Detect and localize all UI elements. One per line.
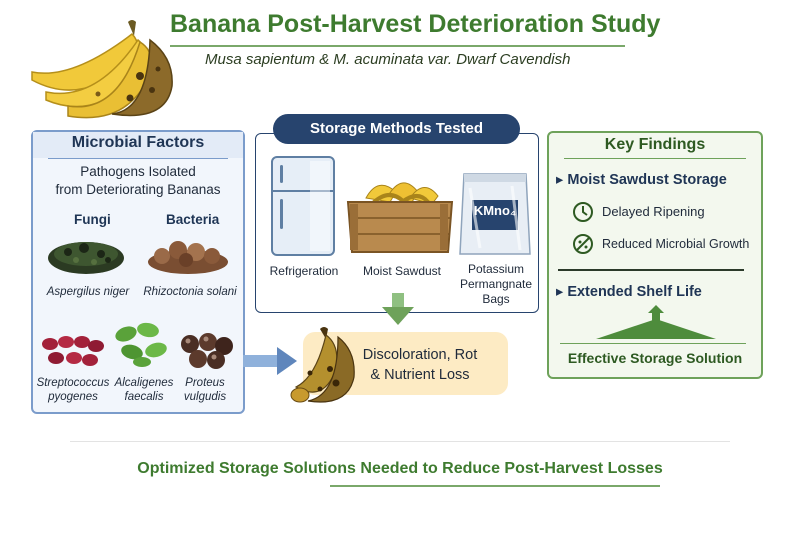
proteus-label-line2: vulgudis <box>183 391 227 403</box>
aspergillus-culture-icon <box>48 242 124 274</box>
finding-extended-shelf-life-label: Extended Shelf Life <box>567 284 702 300</box>
proteus-label: Proteus vulgudis <box>172 376 238 404</box>
aspergillus-label: Aspergilus niger <box>46 286 130 298</box>
findings-separator <box>558 269 744 271</box>
alcaligenes-label: Alcaligenes faecalis <box>106 376 182 404</box>
triangle-bullet-icon: ▸ <box>556 172 564 188</box>
storage-methods-title: Storage Methods Tested <box>309 120 484 137</box>
deterioration-result-text: Discoloration, Rot & Nutrient Loss <box>345 345 495 385</box>
storage-methods-header <box>273 114 520 144</box>
alcaligenes-label-line1: Alcaligenes <box>114 377 174 389</box>
benefit-delayed-ripening: Delayed Ripening <box>602 204 705 219</box>
footer-divider <box>70 441 730 442</box>
banana-bunch-icon <box>31 20 173 119</box>
footer-text: Optimized Storage Solutions Needed to Re… <box>137 460 663 477</box>
kmno4-bags-label: Potassium Permangnate Bags <box>450 262 542 307</box>
sawdust-crate-icon <box>346 182 454 253</box>
streptococcus-label-line1: Streptococcus <box>36 377 110 389</box>
streptococcus-label: Streptococcus pyogenes <box>30 376 116 404</box>
page-subtitle: Musa sapientum & M. acuminata var. Dwarf… <box>205 51 571 68</box>
kmno4-label-line1: Potassium <box>467 262 525 276</box>
key-findings-panel <box>547 131 763 379</box>
right-arrow-icon <box>243 347 297 375</box>
proteus-cells-icon <box>181 333 233 369</box>
kmno4-bag-icon <box>459 173 531 255</box>
kmno4-label-line2: Permangnate <box>459 277 533 291</box>
refrigerator-icon <box>271 156 335 256</box>
rotten-banana-icon <box>290 327 355 403</box>
result-line1: Discoloration, Rot <box>362 347 478 363</box>
clock-icon <box>573 202 593 222</box>
conclusion-divider <box>560 343 746 344</box>
pathogens-subtitle-line1: Pathogens Isolated <box>80 164 196 179</box>
moist-sawdust-label: Moist Sawdust <box>362 264 442 278</box>
finding-extended-shelf-life: ▸ Extended Shelf Life <box>556 284 702 300</box>
triangle-bullet-icon-2: ▸ <box>556 284 564 300</box>
title-underline <box>170 45 625 47</box>
rhizoctonia-label: Rhizoctonia solani <box>143 286 237 298</box>
key-findings-title: Key Findings <box>604 136 706 153</box>
kmno4-label-line3: Bags <box>482 292 510 306</box>
finding-moist-sawdust: ▸ Moist Sawdust Storage <box>556 172 727 188</box>
page-title: Banana Post-Harvest Deterioration Study <box>170 10 661 38</box>
finding-moist-sawdust-label: Moist Sawdust Storage <box>567 172 727 188</box>
microbial-factors-header <box>33 132 243 158</box>
benefit-reduced-microbial-growth: Reduced Microbial Growth <box>602 237 750 251</box>
streptococcus-cells-icon <box>42 336 104 366</box>
footer-underline <box>330 485 660 487</box>
refrigeration-label: Refrigeration <box>269 264 339 278</box>
pathogens-subtitle-line2: from Deteriorating Bananas <box>55 182 221 197</box>
streptococcus-label-line2: pyogenes <box>48 391 98 403</box>
down-arrow-icon <box>382 293 414 325</box>
alcaligenes-cells-icon <box>115 322 167 367</box>
alcaligenes-label-line2: faecalis <box>124 391 164 403</box>
conclusion-text: Effective Storage Solution <box>567 350 743 366</box>
bacteria-label: Bacteria <box>166 212 220 227</box>
microbial-factors-title: Microbial Factors <box>71 134 205 151</box>
kmno4-bag-label: KMno₄ <box>473 203 517 218</box>
fungi-label: Fungi <box>74 212 111 227</box>
result-line2: & Nutrient Loss <box>370 367 470 383</box>
rhizoctonia-culture-icon <box>148 241 228 274</box>
pathogens-subtitle: Pathogens Isolated from Deteriorating Ba… <box>33 163 243 199</box>
microbial-factors-divider <box>48 158 228 159</box>
key-findings-divider <box>564 158 746 159</box>
up-arrow-icon <box>596 305 716 339</box>
no-microbes-icon <box>573 234 593 254</box>
proteus-label-line1: Proteus <box>185 377 225 389</box>
